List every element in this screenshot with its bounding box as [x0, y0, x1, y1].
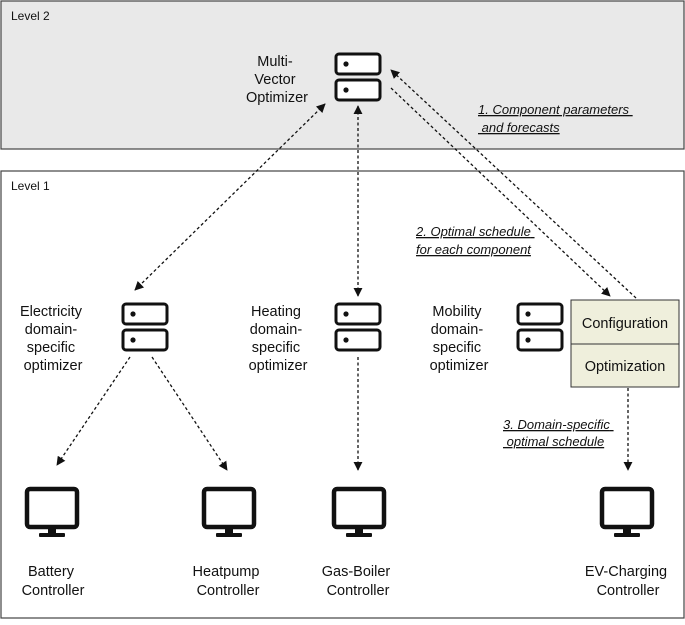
component-parameters-arrow — [390, 69, 637, 299]
gas-boiler-controller-label: Gas-Boiler Controller — [322, 564, 395, 599]
mobility-optimizer-label: Mobility domain- specific optimizer — [430, 304, 489, 374]
level1-label: Level 1 — [11, 179, 50, 193]
multi-vector-electricity-link — [134, 103, 326, 291]
optimization-label: Optimization — [585, 359, 666, 375]
optimal-schedule-arrow — [390, 87, 611, 297]
level2-label: Level 2 — [11, 9, 50, 23]
configuration-label: Configuration — [582, 316, 668, 332]
heatpump-controller-label: Heatpump Controller — [193, 564, 264, 599]
electricity-optimizer-label: Electricity domain- specific optimizer — [20, 304, 86, 374]
heating-optimizer-label: Heating domain- specific optimizer — [249, 304, 308, 374]
annotation-optimal-schedule: 2. Optimal schedule for each component — [415, 224, 535, 257]
optimization-box — [570, 343, 680, 388]
annotation-domain-specific-schedule: 3. Domain-specific optimal schedule — [503, 417, 614, 449]
electricity-heatpump-link — [151, 356, 228, 471]
multi-vector-optimizer-label: Multi- Vector Optimizer — [246, 54, 308, 106]
battery-controller-label: Battery Controller — [22, 564, 85, 599]
ev-charging-controller-label: EV-Charging Controller — [585, 564, 671, 599]
level1-frame — [0, 170, 685, 619]
annotation-component-parameters: 1. Component parameters and forecasts — [478, 102, 633, 135]
